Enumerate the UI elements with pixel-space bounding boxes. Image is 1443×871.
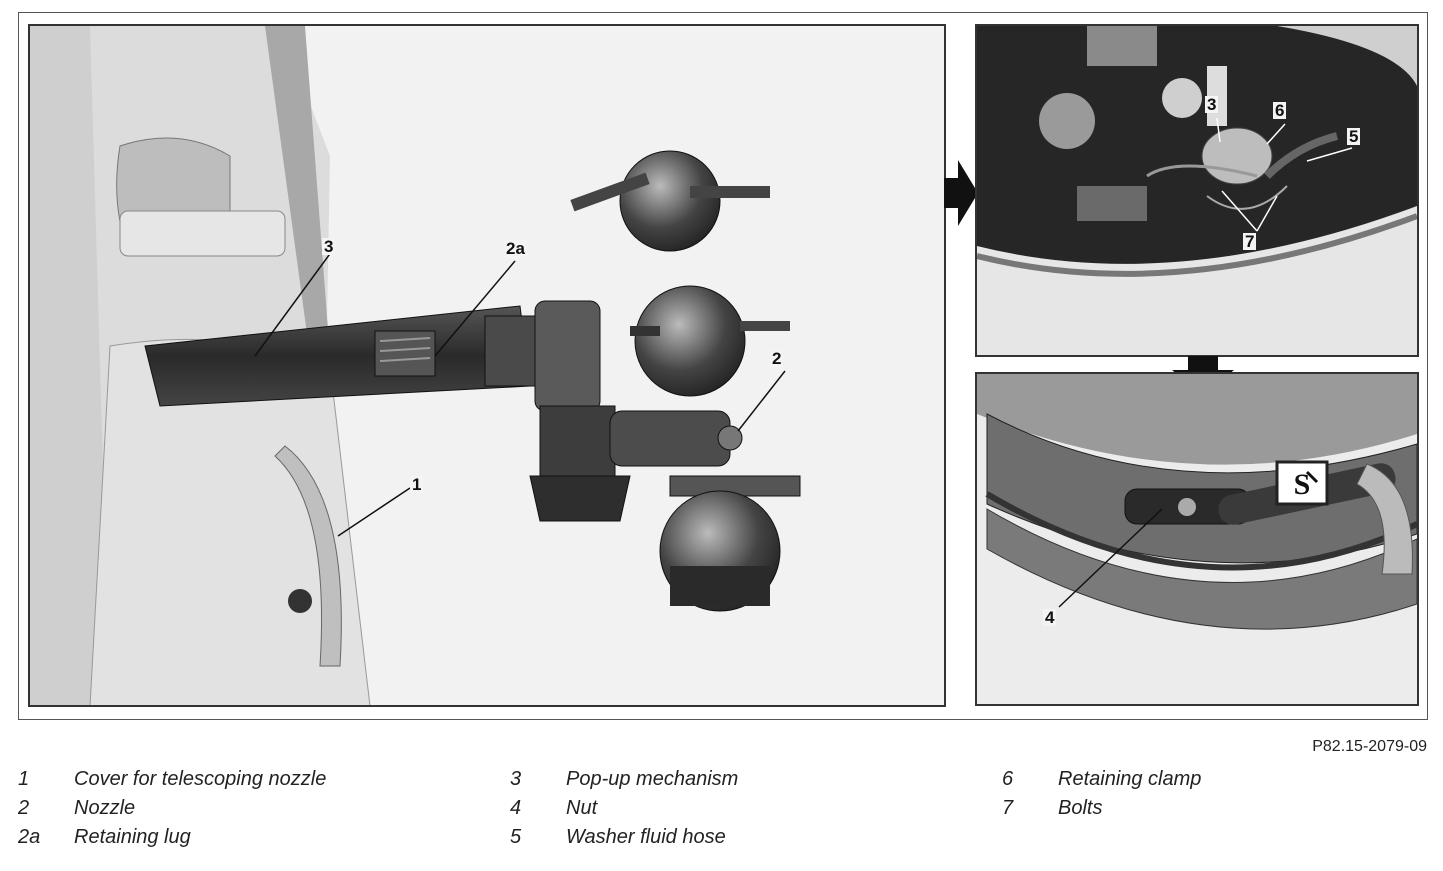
- legend-item: 2a Retaining lug: [18, 826, 326, 855]
- legend-number: 4: [510, 797, 522, 819]
- bottom-right-photo-panel: S 4: [975, 372, 1419, 706]
- callout-7: 7: [1243, 232, 1257, 251]
- legend-item: 3 Pop-up mechanism: [510, 768, 738, 797]
- legend-number: 2a: [18, 826, 41, 848]
- arrow-right-icon: [944, 160, 978, 226]
- legend-column-1: 1 Cover for telescoping nozzle 2 Nozzle 2a…: [18, 768, 326, 855]
- callout-2: 2: [770, 349, 784, 368]
- legend-text: Nut: [566, 797, 598, 819]
- legend-item: 6 Retaining clamp: [1002, 768, 1201, 797]
- special-tool-icon: S: [1294, 468, 1319, 501]
- legend-number: 5: [510, 826, 522, 848]
- legend-number: 2: [18, 797, 30, 819]
- legend-item: 5 Washer fluid hose: [510, 826, 738, 855]
- legend-text: Nozzle: [74, 797, 136, 819]
- figure-frame: [18, 12, 1428, 720]
- legend-column-3: 6 Retaining clamp 7 Bolts: [1002, 768, 1201, 826]
- legend-text: Washer fluid hose: [566, 826, 726, 848]
- legend-number: 3: [510, 768, 522, 790]
- legend-text: Pop-up mechanism: [566, 768, 739, 790]
- main-photo-panel: 3 2a 2 1: [28, 24, 946, 707]
- legend-column-2: 3 Pop-up mechanism 4 Nut 5 Washer fluid hos…: [510, 768, 738, 855]
- legend-text: Bolts: [1058, 797, 1103, 819]
- legend-number: 6: [1002, 768, 1014, 790]
- callout-3-inset: 3: [1205, 95, 1219, 114]
- legend-number: 1: [18, 768, 30, 790]
- top-right-photo-panel: 3 6 5 7: [975, 24, 1419, 357]
- bumper-nut-illustration: [977, 374, 1417, 704]
- callout-5: 5: [1347, 127, 1361, 146]
- legend-item: 7 Bolts: [1002, 797, 1201, 826]
- callout-4: 4: [1043, 608, 1057, 627]
- legend-number: 7: [1002, 797, 1014, 819]
- legend-text: Cover for telescoping nozzle: [74, 768, 327, 790]
- callout-6: 6: [1273, 101, 1287, 120]
- svg-text:S: S: [1294, 468, 1311, 501]
- telescoping-nozzle-illustration: [30, 26, 801, 705]
- callout-3: 3: [322, 237, 336, 256]
- callout-1: 1: [410, 475, 424, 494]
- legend-item: 4 Nut: [510, 797, 738, 826]
- figure-reference: P82.15-2079-09: [1312, 738, 1427, 755]
- engine-bay-illustration: [977, 26, 1417, 355]
- callout-2a: 2a: [504, 239, 527, 258]
- legend-item: 2 Nozzle: [18, 797, 326, 826]
- legend-text: Retaining lug: [74, 826, 191, 848]
- legend-item: 1 Cover for telescoping nozzle: [18, 768, 326, 797]
- legend-text: Retaining clamp: [1058, 768, 1202, 790]
